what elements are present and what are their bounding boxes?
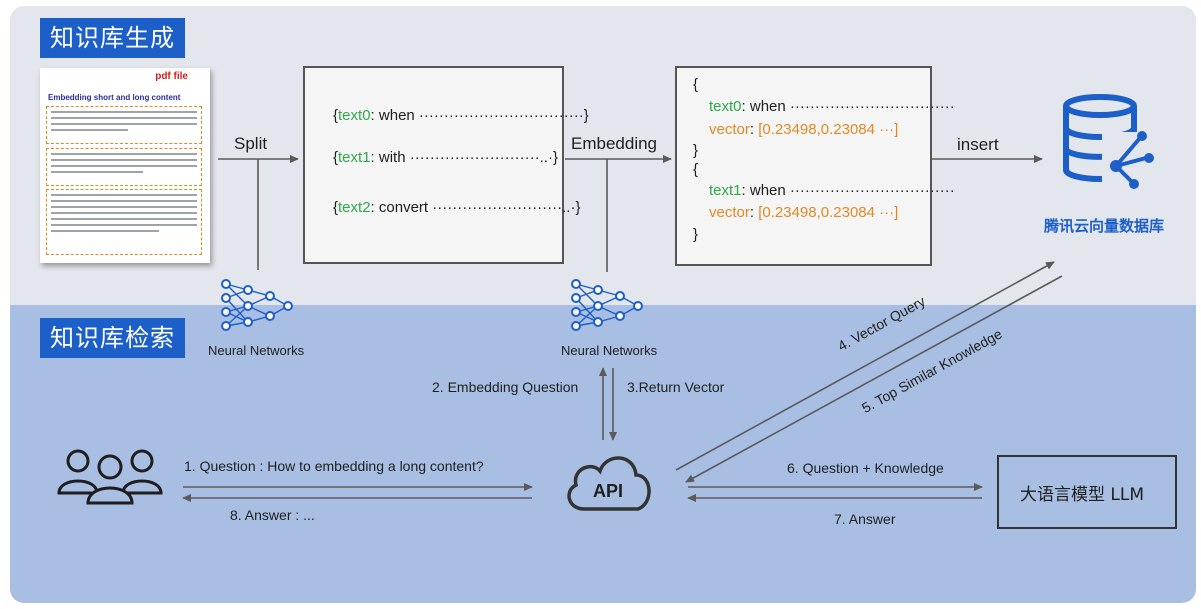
- split-label: Split: [234, 134, 268, 153]
- chunk-row-2: {text2: convert ························…: [333, 199, 581, 216]
- chunk-row-0: {text0: when ···························…: [333, 107, 589, 124]
- document-chunk-3: [46, 189, 202, 255]
- cloud-api-icon: [567, 456, 651, 511]
- record-1-vector: vector: [0.23498,0.23084 ···]: [709, 204, 899, 221]
- record-1-open: {: [693, 161, 699, 178]
- record-1-close: }: [693, 226, 699, 243]
- step6-label: 6. Question + Knowledge: [787, 460, 944, 476]
- retrieval-panel: [10, 305, 1196, 603]
- db-label: 腾讯云向量数据库: [1044, 217, 1165, 235]
- nn-label-left: Neural Networks: [208, 343, 305, 358]
- users-icon: [57, 449, 163, 505]
- record-0-text: text0: when ····························…: [709, 98, 955, 115]
- document-title: Embedding short and long content: [48, 93, 181, 102]
- record-0-open: {: [693, 76, 699, 93]
- insert-label: insert: [957, 135, 999, 154]
- pdf-file-label: pdf file: [155, 71, 188, 82]
- generation-section-title: 知识库生成: [40, 18, 185, 58]
- document-chunk-2: [46, 148, 202, 186]
- database-icon: [1063, 94, 1154, 189]
- neural-network-icon: [571, 279, 643, 331]
- llm-box: [997, 455, 1177, 529]
- record-0-vector: vector: [0.23498,0.23084 ···]: [709, 121, 899, 138]
- nn-label-mid: Neural Networks: [561, 343, 658, 358]
- document-icon: pdf file Embedding short and long conten…: [40, 68, 210, 263]
- chunks-box: [303, 66, 564, 264]
- llm-label: 大语言模型 LLM: [1020, 485, 1145, 505]
- api-label: API: [593, 481, 624, 501]
- record-1-text: text1: when ····························…: [709, 182, 955, 199]
- step5-arrow: [685, 275, 1063, 483]
- embedding-label: Embedding: [571, 134, 658, 153]
- step1-label: 1. Question : How to embedding a long co…: [184, 458, 484, 474]
- neural-network-icon: [221, 279, 293, 331]
- chunk-row-1: {text1: with ··························.…: [333, 149, 558, 166]
- retrieval-section-title: 知识库检索: [40, 318, 185, 358]
- step7-label: 7. Answer: [834, 511, 896, 527]
- step4-arrow: [675, 261, 1055, 471]
- step8-label: 8. Answer : ...: [230, 507, 315, 523]
- step3-label: 3.Return Vector: [627, 379, 725, 395]
- document-chunk-1: [46, 106, 202, 144]
- step2-label: 2. Embedding Question: [432, 379, 579, 395]
- records-box: [675, 66, 932, 266]
- record-0-close: }: [693, 142, 699, 159]
